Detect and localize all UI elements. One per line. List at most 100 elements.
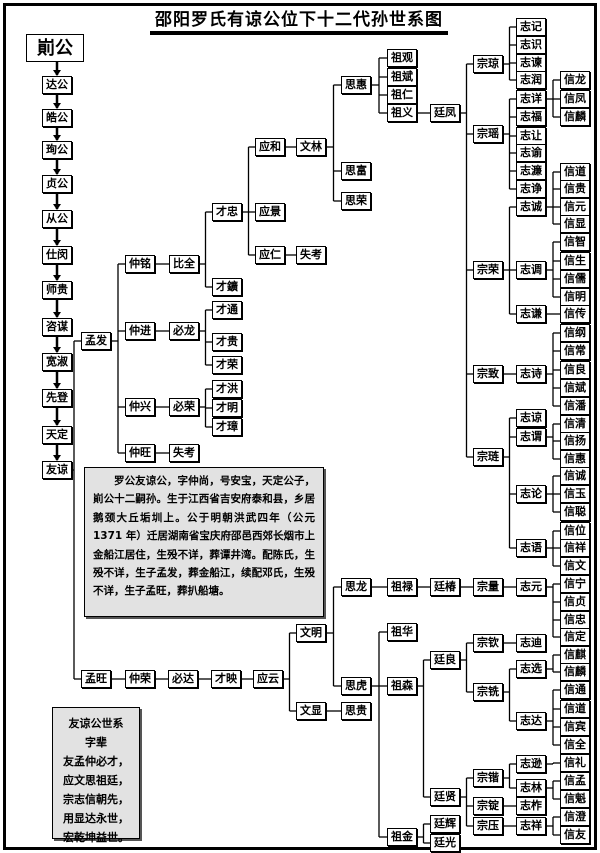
person-box: 失考 <box>169 444 199 462</box>
ancestor-box: 咨谋 <box>42 318 72 336</box>
ancestor-box: 达公 <box>42 76 72 94</box>
person-box: 志元 <box>516 578 546 596</box>
arrow-down-icon <box>53 275 61 281</box>
person-box: 志濂 <box>516 162 546 180</box>
person-box: 廷凤 <box>430 104 460 122</box>
ancestor-box: 皓公 <box>42 109 72 127</box>
arrow-down-icon <box>53 70 61 76</box>
person-box: 信显 <box>560 215 590 233</box>
person-box: 应仁 <box>255 246 285 264</box>
person-box: 信儒 <box>560 270 590 288</box>
person-box: 信生 <box>560 252 590 270</box>
ancestor-box: 珣公 <box>42 141 72 159</box>
person-box: 失考 <box>296 246 326 264</box>
person-box: 思虎 <box>341 677 371 695</box>
person-box: 才通 <box>212 301 242 319</box>
person-box: 信位 <box>560 522 590 540</box>
generation-names-legend: 友谅公世系 字辈 友孟仲必才， 应文思祖廷， 宗志信朝先， 用显达永世， 宏乾坤… <box>52 707 140 844</box>
person-box: 志详 <box>516 90 546 108</box>
person-box: 信扬 <box>560 432 590 450</box>
person-box: 应云 <box>253 670 283 688</box>
person-box: 志诤 <box>516 180 546 198</box>
person-box: 信玉 <box>560 485 590 503</box>
person-box: 信道 <box>560 163 590 181</box>
person-box: 信道 <box>560 700 590 718</box>
person-box: 才璋 <box>212 418 242 436</box>
ancestor-box: 宽淑 <box>42 353 72 371</box>
biography-textbox: 罗公友谅公，字仲尚，号安宝，天定公子，崱公十二嗣孙。生于江西省吉安府泰和县，乡居… <box>84 467 324 617</box>
person-box: 信纲 <box>560 324 590 342</box>
chart-title: 邵阳罗氏有谅公位下十二代孙世系图 <box>150 9 448 35</box>
person-box: 信祥 <box>560 539 590 557</box>
person-box: 廷光 <box>430 834 460 852</box>
person-box: 信忠 <box>560 611 590 629</box>
person-box: 信礼 <box>560 754 590 772</box>
legend-line: 应文思祖廷， <box>63 774 129 787</box>
person-box: 必龙 <box>169 322 199 340</box>
person-box: 志林 <box>516 779 546 797</box>
person-box: 仲旺 <box>125 444 155 462</box>
person-box: 祖森 <box>387 677 417 695</box>
root-ancestor-box: 崱公 <box>26 34 84 62</box>
person-box: 信孟 <box>560 772 590 790</box>
person-box: 信澄 <box>560 808 590 826</box>
person-box: 思富 <box>341 162 371 180</box>
person-box: 志谓 <box>516 428 546 446</box>
person-box: 祖义 <box>387 104 417 122</box>
person-box: 志调 <box>516 261 546 279</box>
ancestor-box: 天定 <box>42 426 72 444</box>
person-box: 志润 <box>516 71 546 89</box>
person-box: 志让 <box>516 127 546 145</box>
person-box: 志祥 <box>516 817 546 835</box>
person-box: 志迪 <box>516 634 546 652</box>
person-box: 宗锭 <box>473 797 503 815</box>
person-box: 文明 <box>296 624 326 642</box>
person-box: 志识 <box>516 36 546 54</box>
person-box: 志福 <box>516 108 546 126</box>
person-box: 信麟 <box>560 108 590 126</box>
ancestor-box: 从公 <box>42 210 72 228</box>
person-box: 祖禄 <box>387 578 417 596</box>
person-box: 廷椿 <box>430 578 460 596</box>
person-box: 才映 <box>211 670 241 688</box>
person-box: 信通 <box>560 681 590 699</box>
ancestor-box: 贞公 <box>42 175 72 193</box>
person-box: 思惠 <box>341 76 371 94</box>
arrow-down-icon <box>53 204 61 210</box>
person-box: 仲铭 <box>125 255 155 273</box>
ancestor-box: 仕闵 <box>42 246 72 264</box>
person-box: 信贵 <box>560 180 590 198</box>
person-box: 宗锴 <box>473 769 503 787</box>
arrow-down-icon <box>53 420 61 426</box>
person-box: 才荣 <box>212 356 242 374</box>
legend-line: 宏乾坤益世。 <box>63 831 129 844</box>
arrow-down-icon <box>53 347 61 353</box>
person-box: 信元 <box>560 198 590 216</box>
person-box: 信凤 <box>560 90 590 108</box>
person-box: 信麒 <box>560 646 590 664</box>
person-box: 才鑛 <box>212 278 242 296</box>
outer-frame <box>3 3 597 850</box>
person-box: 信麟 <box>560 663 590 681</box>
person-box: 信明 <box>560 288 590 306</box>
person-box: 信魁 <box>560 790 590 808</box>
person-box: 志诗 <box>516 365 546 383</box>
person-box: 思荣 <box>341 192 371 210</box>
person-box: 才忠 <box>212 203 242 221</box>
person-box: 信潘 <box>560 397 590 415</box>
person-box: 宗琏 <box>473 448 503 466</box>
person-box: 信文 <box>560 557 590 575</box>
person-box: 思龙 <box>341 578 371 596</box>
person-box: 才洪 <box>212 380 242 398</box>
person-box: 宗量 <box>473 578 503 596</box>
person-box: 信聪 <box>560 503 590 521</box>
person-box: 廷辉 <box>430 815 460 833</box>
person-box: 仲荣 <box>125 670 155 688</box>
person-box: 宗瑶 <box>473 125 503 143</box>
person-box: 信传 <box>560 305 590 323</box>
person-box: 孟发 <box>81 332 111 350</box>
ancestor-box: 师贵 <box>42 281 72 299</box>
person-box: 廷贤 <box>430 788 460 806</box>
person-box: 信宾 <box>560 718 590 736</box>
legend-line: 友孟仲必才， <box>63 755 129 768</box>
